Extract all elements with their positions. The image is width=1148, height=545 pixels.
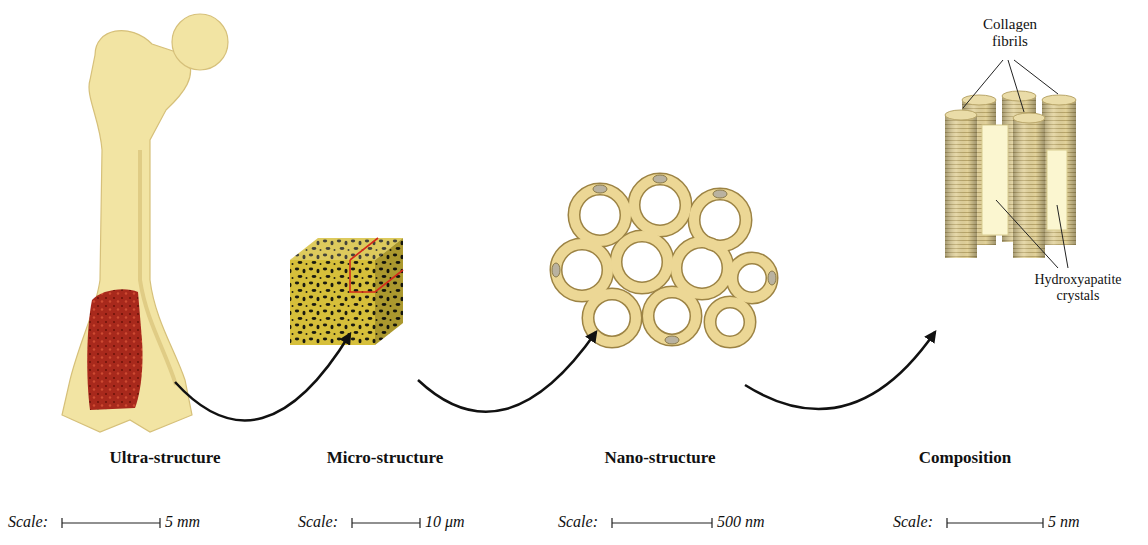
strut-cut <box>665 336 679 344</box>
sub-cube-outline <box>350 238 403 292</box>
scale-caption: Scale: <box>298 513 338 531</box>
curved-arrow <box>175 334 350 420</box>
lattice-strut-edge <box>634 179 686 231</box>
scale-bar <box>352 518 420 528</box>
lattice-strut-edge <box>648 292 696 340</box>
fibril-top <box>1013 113 1045 123</box>
curved-arrow <box>418 332 596 412</box>
lattice-strut-edge <box>732 258 772 298</box>
scale-caption: Scale: <box>893 513 933 531</box>
fibril-top <box>1042 95 1076 105</box>
fibril-back-shade <box>1042 100 1076 245</box>
cube-right-dark <box>375 238 403 345</box>
fibril-front-shade <box>1013 118 1045 258</box>
fibril-front-shade <box>945 115 977 258</box>
scale-value: 5 nm <box>1048 513 1080 531</box>
scale-value: 500 nm <box>717 513 765 531</box>
leader-line <box>1014 60 1058 94</box>
callout-label: Collagen fibrils <box>970 16 1050 51</box>
scale-caption: Scale: <box>8 513 48 531</box>
callout-label: Hydroxyapatite crystals <box>1023 272 1133 304</box>
cube-front <box>290 260 375 345</box>
scale-bar <box>62 518 160 528</box>
leader-line <box>996 200 1058 268</box>
strut-cut <box>552 263 560 277</box>
lattice-strut-edge <box>710 302 750 342</box>
scale-caption: Scale: <box>558 513 598 531</box>
femur-shading <box>140 150 176 385</box>
lattice-strut <box>574 189 626 241</box>
lattice-strut <box>616 236 668 288</box>
leader-lines <box>963 60 1068 268</box>
curved-arrow <box>745 332 935 409</box>
lattice-strut-edge <box>676 242 728 294</box>
hydroxyapatite-crystal <box>982 125 1008 235</box>
fibril-front <box>1013 118 1045 258</box>
lattice-strut <box>710 302 750 342</box>
lattice-strut <box>676 242 728 294</box>
cube-right <box>375 238 403 345</box>
scale-arrows <box>175 332 935 420</box>
stage-title: Composition <box>919 448 1012 468</box>
lattice-strut-edge <box>556 244 608 296</box>
leader-line <box>1057 205 1068 268</box>
leader-line <box>963 60 1003 108</box>
fibril-back <box>1042 100 1076 245</box>
scale-value: 5 mm <box>165 513 200 531</box>
lattice-strut <box>556 244 608 296</box>
cancellous-region <box>87 289 142 410</box>
femur-drawing <box>62 14 228 432</box>
lattice-strut <box>634 179 686 231</box>
strut-cut <box>593 185 607 193</box>
scale-bar <box>612 518 712 528</box>
strut-cut <box>713 190 727 198</box>
lattice-strut-edge <box>574 189 626 241</box>
stage-title: Micro-structure <box>327 448 443 468</box>
stage-title: Ultra-structure <box>109 448 220 468</box>
fibril-bundle <box>945 91 1076 258</box>
strut-cut <box>653 175 667 183</box>
lattice-strut <box>732 258 772 298</box>
femur-head <box>172 14 228 70</box>
femur-outline <box>62 31 192 432</box>
strut-cut <box>768 271 776 285</box>
scale-value: 10 μm <box>425 513 465 531</box>
lattice-strut <box>648 292 696 340</box>
stage-title: Nano-structure <box>604 448 715 468</box>
trabecular-cube <box>290 238 403 345</box>
hydroxyapatite-crystal <box>1047 150 1067 230</box>
scale-bar <box>947 518 1043 528</box>
fibril-top <box>945 110 977 120</box>
lattice-strut-edge <box>616 236 668 288</box>
fibril-front <box>945 115 977 258</box>
lattice-drawing <box>552 175 776 344</box>
leader-line <box>1008 60 1024 112</box>
